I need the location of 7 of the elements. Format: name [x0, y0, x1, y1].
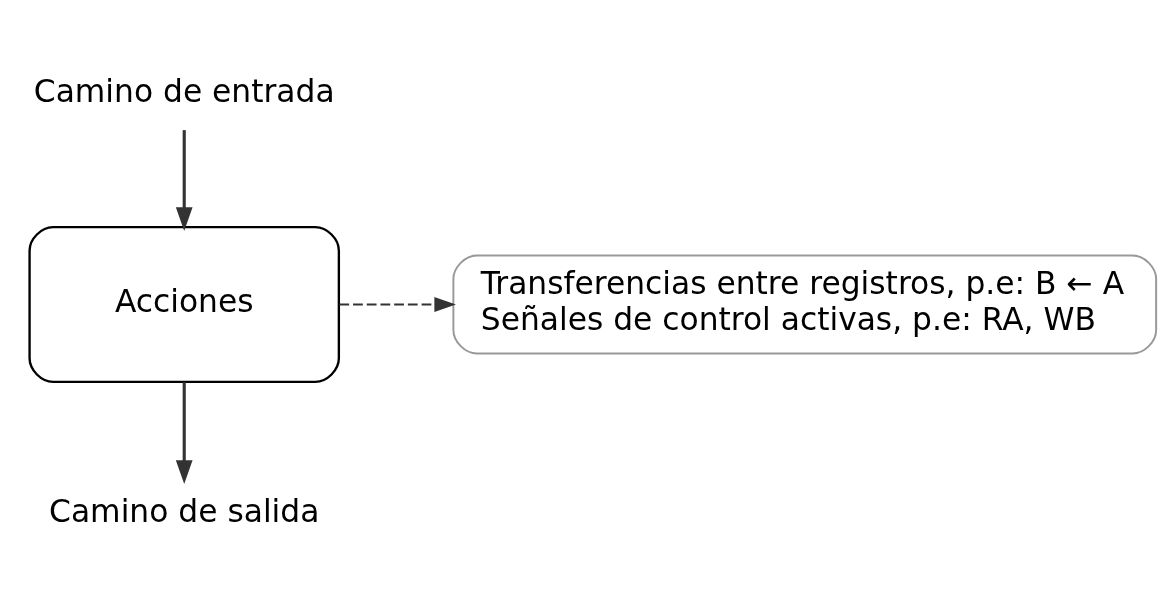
node-box: Transferencias entre registros, p.e: B ← A Señales de control activas, p.e: RA, WB: [452, 254, 1158, 354]
arrow: [175, 129, 193, 231]
arrow: [175, 381, 193, 484]
node-box: Acciones: [28, 225, 341, 383]
arrow: [338, 296, 456, 312]
node-text: Camino de entrada: [33, 72, 335, 108]
node-text: Camino de salida: [49, 492, 320, 529]
